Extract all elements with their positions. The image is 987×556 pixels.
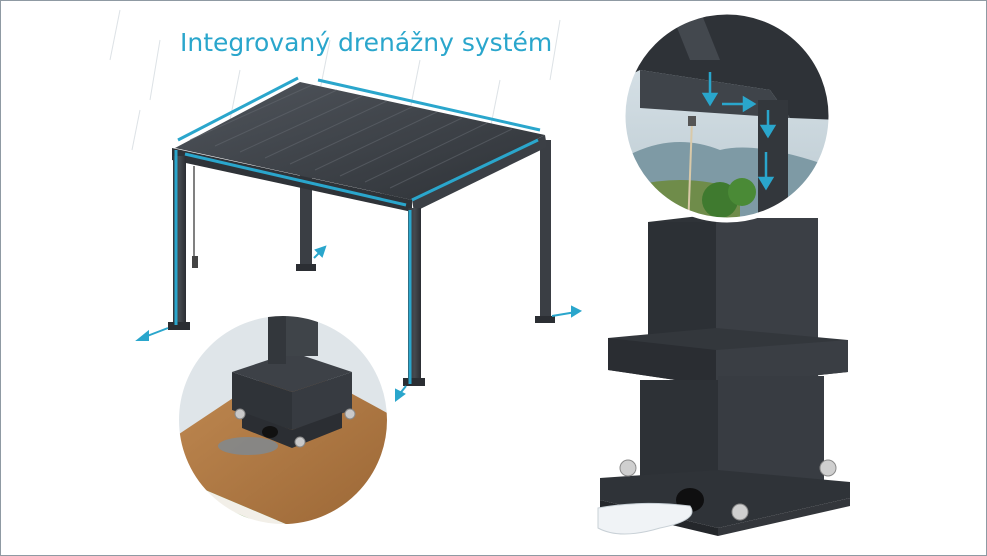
pergola: [135, 76, 583, 402]
large-post-detail: [597, 214, 850, 536]
pergola-back-right-post: [540, 140, 551, 320]
left-detail-circle: [175, 312, 391, 528]
bolt: [731, 503, 749, 521]
drainage-path-lines: [174, 76, 541, 384]
right-detail-circle: [620, 9, 834, 223]
rain-streaks: [109, 9, 561, 151]
flow-arrows: [135, 245, 583, 402]
bolt: [619, 459, 637, 477]
bolt: [819, 459, 837, 477]
pergola-roof: [175, 82, 545, 200]
water-splash: [597, 502, 693, 535]
roof-louvers: [189, 84, 513, 189]
water-puddle: [218, 437, 278, 455]
pergola-back-left-post: [300, 168, 312, 268]
pergola-side-beam: [412, 135, 547, 212]
page-title: Integrovaný drenážny systém: [180, 28, 553, 57]
